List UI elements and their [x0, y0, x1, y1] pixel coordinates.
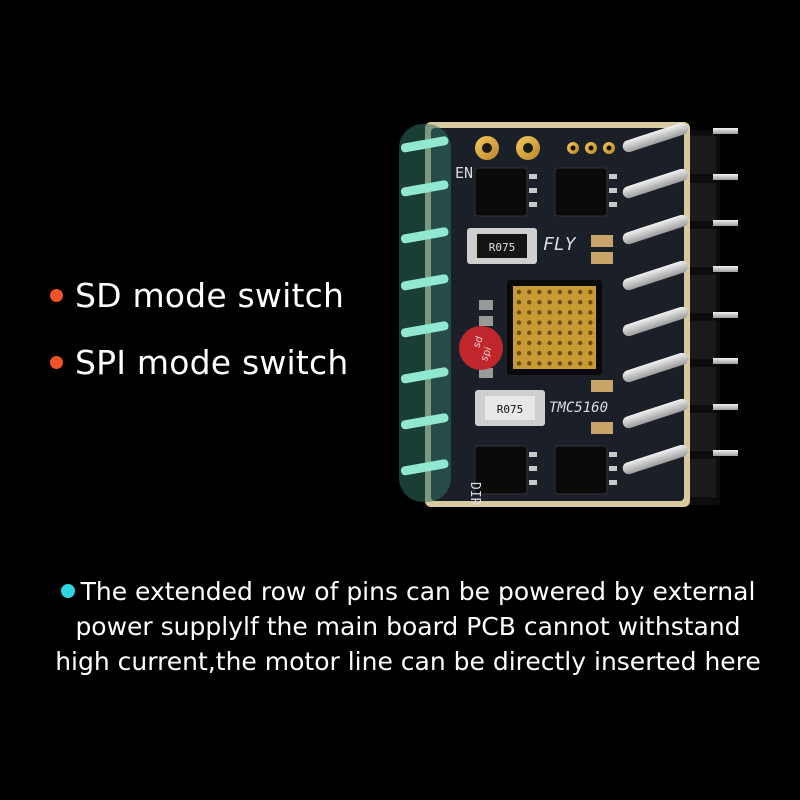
- switch-sd-label: sd: [472, 335, 486, 350]
- tmc-chip: [507, 280, 602, 375]
- board-illustration: R075 R075 EN FLY TMC5160 DIR: [399, 122, 738, 507]
- resistor-top-label: R075: [489, 241, 516, 254]
- mode-list: SD mode switch SPI mode switch: [50, 268, 349, 402]
- mode-label-sd: SD mode switch: [75, 275, 345, 315]
- extended-pin-row: [399, 124, 451, 502]
- silk-chip: TMC5160: [549, 400, 608, 416]
- resistor-top: R075: [467, 228, 537, 264]
- bullet-dot-icon: [50, 355, 63, 369]
- resistor-bottom-label: R075: [497, 403, 524, 416]
- mode-label-spi: SPI mode switch: [75, 342, 349, 382]
- pin-note-text: The extended row of pins can be powered …: [55, 577, 761, 676]
- mode-item-sd: SD mode switch: [50, 268, 349, 322]
- silk-dir: DIR: [467, 482, 482, 506]
- note-bullet-icon: [60, 584, 75, 598]
- silk-en: EN: [455, 164, 473, 182]
- silk-brand: FLY: [543, 234, 577, 255]
- capacitors: [479, 235, 613, 434]
- switch-spi-label: spi: [479, 346, 494, 363]
- mosfets: [474, 167, 608, 495]
- right-pins: [622, 122, 688, 475]
- stepper-driver-board: R075 R075 EN FLY TMC5160 DIR: [395, 110, 755, 510]
- pin-note: The extended row of pins can be powered …: [48, 574, 768, 679]
- mode-dip-switch: sd spi: [459, 326, 503, 370]
- resistor-bottom: R075: [475, 390, 545, 426]
- mode-item-spi: SPI mode switch: [50, 335, 349, 389]
- top-holes: [475, 136, 615, 160]
- bullet-dot-icon: [50, 288, 63, 302]
